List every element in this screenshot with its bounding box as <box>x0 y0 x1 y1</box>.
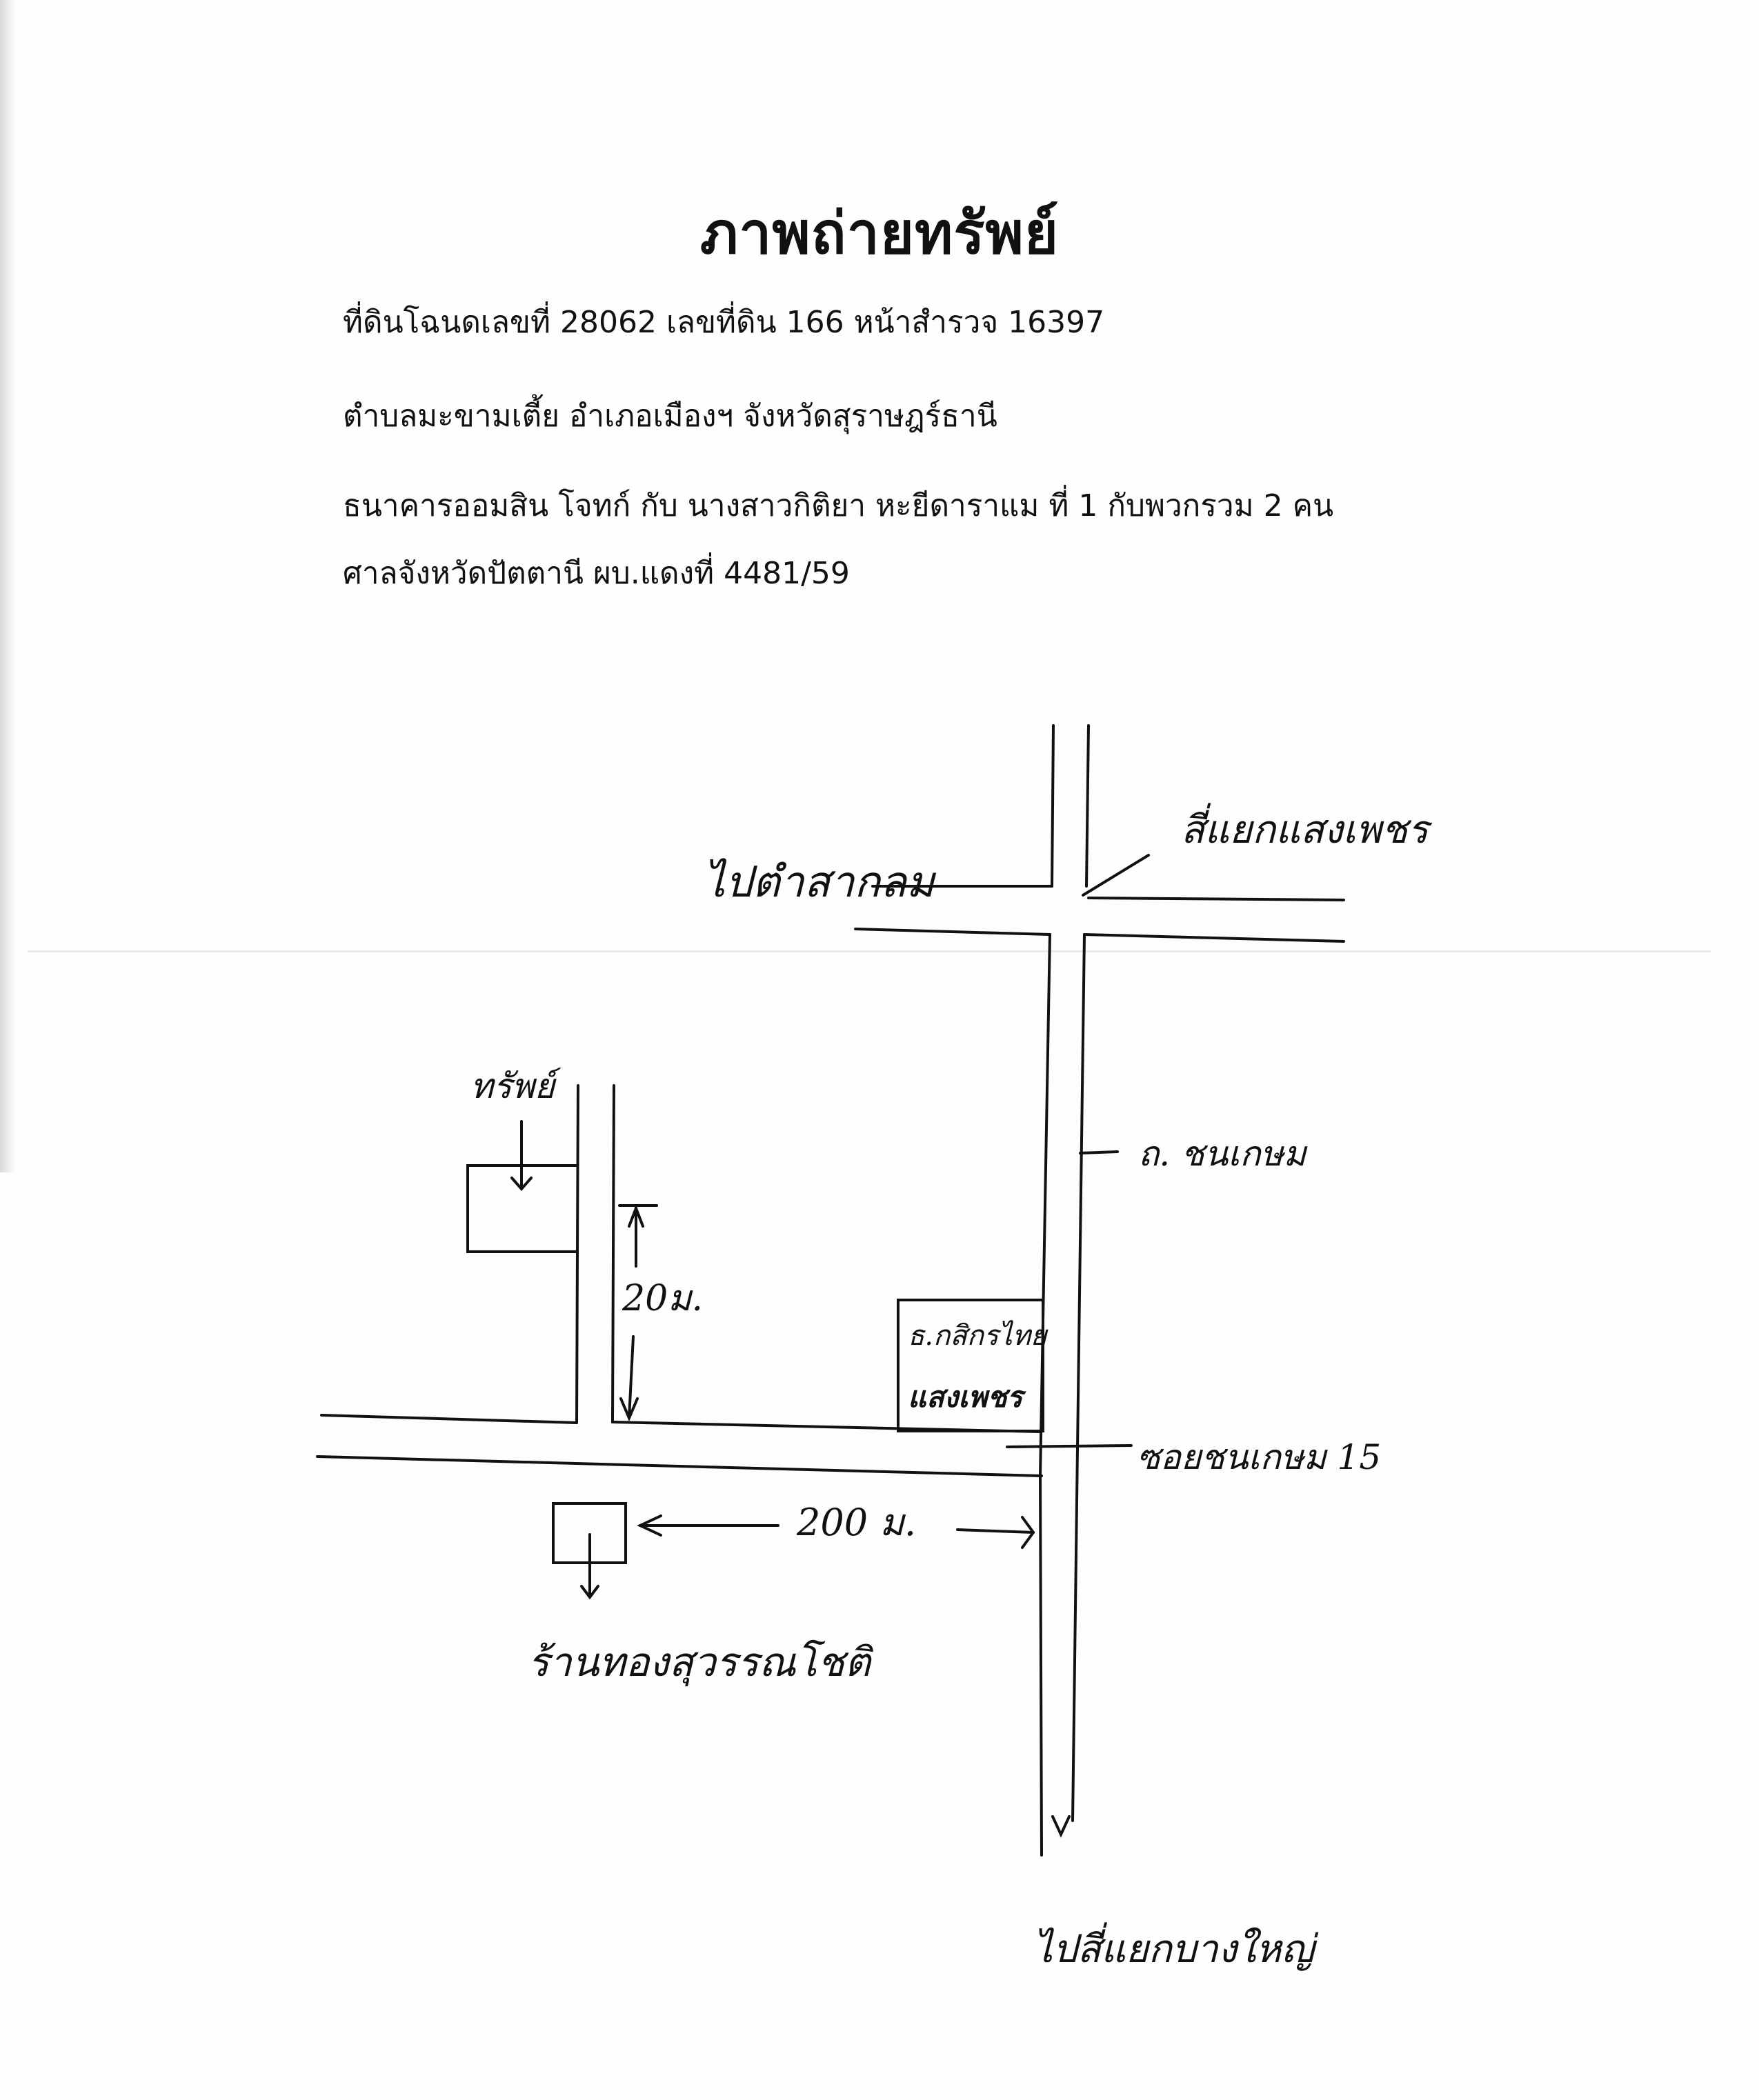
road-label-pointer <box>1079 1150 1119 1154</box>
bank-building <box>897 1299 1044 1432</box>
paper-fold-line <box>28 950 1711 952</box>
dim-20m-shaft-bottom <box>628 1335 635 1419</box>
location-line: ตำบลมะขามเตี้ย อำเภอเมืองฯ จังหวัดสุราษฎ… <box>343 399 997 434</box>
label-bank: ธ.กสิกรไทย <box>908 1320 1049 1352</box>
soi-south-edge <box>316 1455 1043 1477</box>
main-road-west-edge <box>1051 724 1055 888</box>
parties-line: ธนาคารออมสิน โจทก์ กับ นางสาวกิติยา หะยี… <box>343 488 1334 523</box>
dim-200m-head-right <box>1021 1516 1035 1549</box>
label-to-south: ไปสี่แยกบางใหญ่ <box>1033 1922 1319 1972</box>
property-arrow-head <box>510 1177 533 1192</box>
property-lane-east <box>611 1084 615 1423</box>
court-case-line: ศาลจังหวัดปัตตานี ผบ.แดงที่ 4481/59 <box>343 556 850 591</box>
label-intersection: สี่แยกแสงเพชร <box>1181 803 1433 852</box>
dim-20m-head-top <box>628 1204 644 1228</box>
dim-20m-head-bottom <box>619 1397 639 1422</box>
south-arrow-head <box>1051 1815 1071 1838</box>
label-soi: ซอยชนเกษม 15 <box>1137 1437 1381 1477</box>
dim-200m-head-left <box>637 1514 662 1537</box>
deed-info-line: ที่ดินโฉนดเลขที่ 28062 เลขที่ดิน 166 หน้… <box>343 305 1105 340</box>
cross-road-south-edge-east <box>1083 933 1345 943</box>
main-road-east-edge-south <box>1071 933 1086 1822</box>
cross-road-south-edge-west <box>854 928 1051 936</box>
label-shop: ร้านทองสุวรรณโชติ <box>528 1639 874 1687</box>
soi-north-edge-west <box>320 1414 578 1424</box>
shop-arrow-head <box>580 1585 599 1600</box>
label-road: ถ. ชนเกษม <box>1138 1134 1308 1174</box>
main-road-east-edge <box>1085 724 1090 888</box>
dim-200m-shaft-right <box>956 1528 1035 1534</box>
scan-edge-shadow <box>0 0 15 1172</box>
document-title: ภาพถ่ายทรัพย์ <box>699 199 1060 267</box>
label-distance-200m: 200 ม. <box>796 1501 916 1544</box>
property-lane-west <box>575 1084 579 1424</box>
label-to-sakom: ไปตำสากลม <box>704 857 937 907</box>
cross-road-north-edge-east <box>1087 897 1345 901</box>
label-property: ทรัพย์ <box>470 1066 562 1106</box>
label-bank-branch: แสงเพชร <box>908 1380 1027 1414</box>
label-distance-20m: 20ม. <box>622 1278 703 1319</box>
intersection-pointer <box>1082 854 1150 897</box>
soi-label-pointer <box>1006 1444 1133 1448</box>
